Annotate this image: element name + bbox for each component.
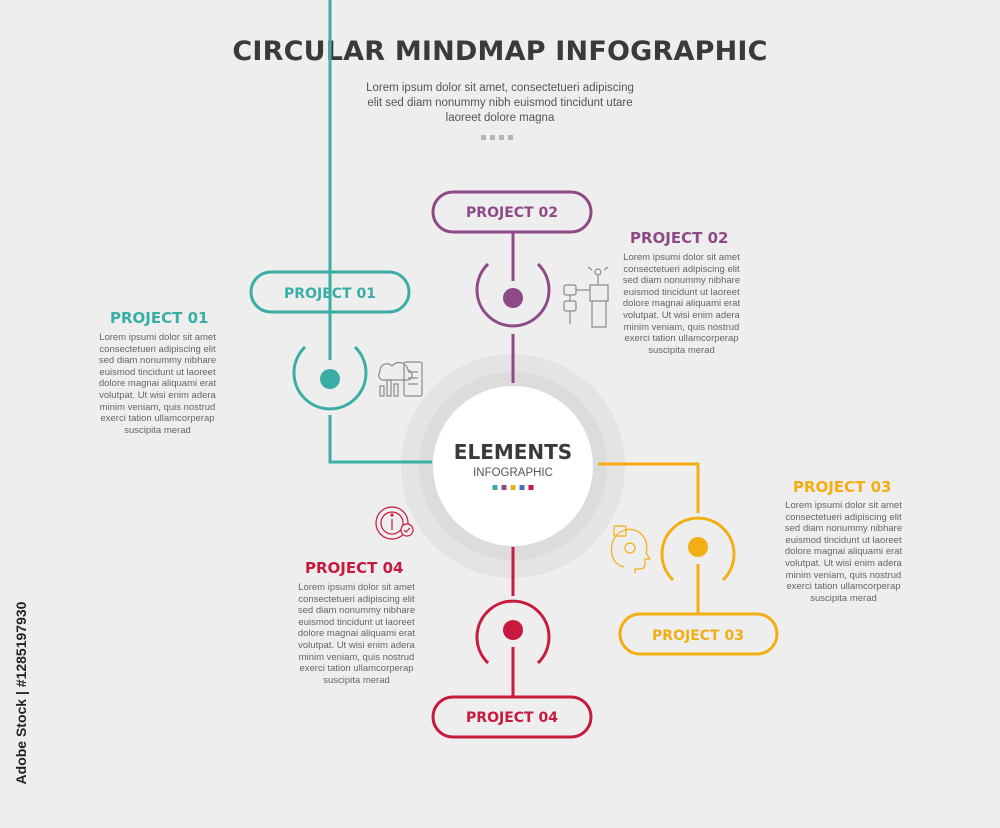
text-line: euismod tincidunt ut laoreet — [298, 616, 415, 628]
header-dot — [499, 135, 504, 140]
text-line: suscipita merad — [323, 674, 390, 686]
project-03-dot — [688, 537, 708, 557]
page-title: CIRCULAR MINDMAP INFOGRAPHIC — [232, 36, 768, 67]
project-03-branch — [598, 462, 779, 656]
project-01-pill — [249, 270, 411, 314]
text-line: volutpat. Ut wisi enim adera — [623, 309, 740, 321]
text-line: dolore magnai aliquami erat — [622, 298, 741, 310]
project-04-pill — [431, 695, 593, 739]
text-line: euismod tincidunt ut laoreet — [785, 534, 902, 546]
center-dot — [501, 485, 507, 490]
text-line: consectetueri adipiscing elit — [99, 343, 216, 355]
subtitle-line: elit sed diam nonummy nibh euismod tinci… — [367, 97, 633, 109]
text-line: volutpat. Ut wisi enim adera — [298, 639, 415, 651]
project-01-branch — [249, 0, 432, 464]
text-line: minim veniam, quis nostrud — [99, 401, 216, 413]
center-dot — [510, 485, 516, 490]
header-dot — [508, 135, 513, 140]
text-line: Lorem ipsumi dolor sit amet — [99, 332, 216, 343]
text-line: exerci tation ullamcorperap — [624, 333, 739, 345]
header-dots — [481, 135, 513, 140]
stock-watermark: Adobe Stock | #1285197930 — [4, 575, 32, 825]
project-02-pill-label: PROJECT 02 — [466, 205, 558, 221]
text-line: Lorem ipsumi dolor sit amet — [623, 252, 740, 263]
project-01-title: PROJECT 01 — [110, 309, 209, 327]
project-03-pill — [618, 612, 779, 656]
info-check-icon — [375, 506, 414, 540]
project-02-branch — [431, 190, 593, 383]
project-02-dot — [503, 288, 523, 308]
text-line: volutpat. Ut wisi enim adera — [99, 389, 216, 401]
project-01-dot — [320, 369, 340, 389]
header-dot — [490, 135, 495, 140]
project-04-pill-label: PROJECT 04 — [466, 710, 558, 726]
text-line: dolore magnai aliquami erat — [784, 546, 903, 558]
project-04-dot — [503, 620, 523, 640]
stock-watermark-text: Adobe Stock | #1285197930 — [13, 601, 29, 785]
text-line: suscipita merad — [124, 424, 191, 436]
subtitle-line: Lorem ipsum dolor sit amet, consectetuer… — [366, 82, 634, 94]
center-dot — [519, 485, 525, 490]
center-circle — [433, 386, 593, 546]
project-02-title: PROJECT 02 — [630, 229, 729, 247]
robot-hand-flowchart-icon — [563, 266, 609, 328]
text-line: volutpat. Ut wisi enim adera — [785, 557, 902, 569]
text-line: Lorem ipsumi dolor sit amet — [298, 582, 415, 593]
text-line: sed diam nonummy nibhare — [98, 355, 217, 367]
project-04-ring — [475, 599, 551, 665]
text-line: exerci tation ullamcorperap — [299, 663, 414, 675]
text-line: minim veniam, quis nostrud — [785, 569, 902, 581]
center-dot — [492, 485, 498, 490]
text-line: euismod tincidunt ut laoreet — [99, 366, 216, 378]
ai-head-chip-icon — [610, 525, 652, 573]
text-line: suscipita merad — [810, 592, 877, 604]
text-line: consectetueri adipiscing elit — [785, 511, 902, 523]
text-line: Lorem ipsumi dolor sit amet — [785, 500, 902, 511]
project-02-text: Lorem ipsumi dolor sit amet consectetuer… — [614, 252, 749, 356]
header-dot — [481, 135, 486, 140]
project-02-ring — [475, 262, 551, 328]
text-line: consectetueri adipiscing elit — [298, 593, 415, 605]
project-04-text: Lorem ipsumi dolor sit amet consectetuer… — [289, 582, 424, 686]
text-line: consectetueri adipiscing elit — [623, 263, 740, 275]
project-03-title: PROJECT 03 — [793, 478, 892, 496]
project-01-ring — [292, 345, 368, 411]
center-title: ELEMENTS — [454, 440, 572, 464]
center-dot — [528, 485, 534, 490]
text-line: exerci tation ullamcorperap — [100, 413, 215, 425]
page-subtitle: Lorem ipsum dolor sit amet, consectetuer… — [340, 81, 660, 126]
project-01-text: Lorem ipsumi dolor sit amet consectetuer… — [90, 332, 225, 436]
project-04-branch — [431, 547, 593, 739]
project-04-title: PROJECT 04 — [305, 559, 404, 577]
text-line: sed diam nonummy nibhare — [297, 605, 416, 617]
center-dots — [492, 485, 534, 490]
text-line: dolore magnai aliquami erat — [297, 628, 416, 640]
text-line: exerci tation ullamcorperap — [786, 581, 901, 593]
text-line: sed diam nonummy nibhare — [784, 523, 903, 535]
project-03-ring — [660, 516, 736, 582]
text-line: suscipita merad — [648, 344, 715, 356]
text-line: sed diam nonummy nibhare — [622, 275, 741, 287]
text-line: euismod tincidunt ut laoreet — [623, 286, 740, 298]
center-subtitle: INFOGRAPHIC — [473, 467, 553, 479]
project-01-pill-label: PROJECT 01 — [284, 286, 376, 302]
project-01-connector — [328, 415, 432, 464]
cloud-phone-analytics-icon — [378, 361, 423, 397]
subtitle-line: laoreet dolore magna — [445, 112, 555, 124]
text-line: dolore magnai aliquami erat — [98, 378, 217, 390]
project-03-connector — [598, 462, 700, 513]
project-03-text: Lorem ipsumi dolor sit amet consectetuer… — [776, 500, 911, 604]
text-line: minim veniam, quis nostrud — [298, 651, 415, 663]
text-line: minim veniam, quis nostrud — [623, 321, 740, 333]
project-03-pill-label: PROJECT 03 — [652, 628, 744, 644]
